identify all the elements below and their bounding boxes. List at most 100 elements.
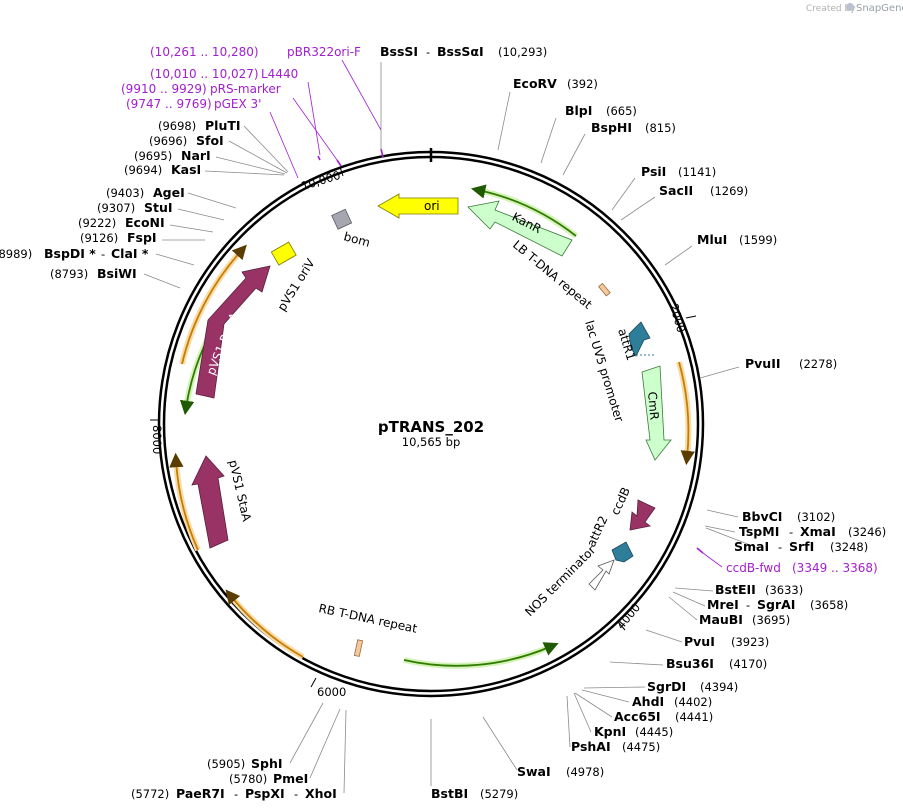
feature-pvs1-oriv-label: pVS1 oriV [275,256,318,314]
enzyme-xmai[interactable]: XmaI [800,524,836,539]
feature-ori[interactable] [377,193,459,219]
enzyme-xhoi[interactable]: XhoI [305,786,337,801]
feature-rb-repeat[interactable] [353,639,364,657]
enzyme-pmei[interactable]: PmeI [273,771,308,786]
enzyme-bsssi-sep: - [426,45,430,59]
enzyme-bbvci[interactable]: BbvCI [742,509,782,524]
enzyme-ahdi[interactable]: AhdI [632,694,664,709]
enzyme-pluti-pos: (9698) [158,119,196,133]
enzyme-pspxi-sep: - [294,787,298,801]
enzyme-pvui[interactable]: PvuI [684,634,715,649]
enzyme-bstbi-pos: (5279) [480,787,518,801]
leader-pluti [243,125,289,173]
enzyme-smai[interactable]: SmaI [734,539,769,554]
orf-arc-lower [225,589,304,658]
enzyme-agei[interactable]: AgeI [153,185,185,200]
enzyme-ecorv-pos: (392) [567,77,598,91]
enzyme-pspxi[interactable]: PspXI [245,786,285,801]
enzyme-bstbi[interactable]: BstBI [431,786,468,801]
orf-arc-staa [169,452,199,551]
feature-ccdb[interactable] [629,499,656,531]
enzyme-pshai[interactable]: PshAI [571,739,611,754]
enzyme-mrei[interactable]: MreI [707,597,739,612]
primer-pbr322ori-f-name[interactable]: pBR322ori-F [287,45,361,59]
feature-attr2[interactable] [611,541,634,563]
feature-nos-label: NOS terminator [522,543,598,619]
feature-lb-repeat[interactable] [598,282,611,297]
leader-pshai [566,695,571,748]
feature-pvs1-staa[interactable] [191,455,229,549]
enzyme-bsphi[interactable]: BspHI [591,120,632,135]
enzyme-ecorv[interactable]: EcoRV [513,76,557,91]
feature-pvs1-repa[interactable] [195,265,271,399]
enzyme-kpni[interactable]: KpnI [594,724,626,739]
tick-10000 [339,166,344,177]
enzyme-bsiwi[interactable]: BsiWI [97,266,137,281]
enzyme-swai[interactable]: SwaI [517,764,551,779]
plasmid-name: pTRANS_202 [378,418,484,436]
enzyme-pvui-pos: (3923) [731,635,769,649]
enzyme-sgrdi[interactable]: SgrDI [647,679,686,694]
leader-kpni [573,692,592,733]
plasmid-size: 10,565 bp [402,435,461,449]
orf-arc-repa [181,244,247,365]
enzyme-bsssai[interactable]: BssSαI [437,44,484,59]
enzyme-sgrai[interactable]: SgrAI [757,597,795,612]
enzyme-clai[interactable]: ClaI * [111,246,149,261]
enzyme-mlui[interactable]: MluI [697,232,727,247]
enzyme-bsssi[interactable]: BssSI [380,44,418,59]
enzyme-sacii[interactable]: SacII [659,183,693,198]
enzyme-psii[interactable]: PsiI [641,164,666,179]
enzyme-paer7i-sep: - [234,787,238,801]
primer-pbr322ori-f-mark[interactable] [380,148,384,158]
leader-maubi [668,596,698,621]
feature-attr1[interactable] [628,321,651,357]
primer-l4440-mark[interactable] [317,155,321,161]
enzyme-fspi[interactable]: FspI [127,230,157,245]
feature-bom[interactable] [331,208,353,230]
credit-brand: SnapGene [856,3,903,14]
leader-xhoi [343,709,347,794]
primer-prs-marker-name[interactable]: pRS-marker [210,82,281,96]
enzyme-pvuii[interactable]: PvuII [745,356,781,371]
enzyme-bspdi-pos: (8989) [0,247,32,261]
primer-ccdb-fwd-name[interactable]: ccdB-fwd [726,561,781,575]
feature-pvs1-oriv[interactable] [270,241,297,266]
enzyme-bsteii[interactable]: BstEII [715,582,756,597]
feature-nos-terminator[interactable] [588,559,615,591]
leader-swai [482,716,518,771]
primer-l4440-name[interactable]: L4440 [261,67,298,81]
primer-l4440-range: (10,010 .. 10,027) [150,67,259,81]
feature-kanr[interactable] [467,200,573,257]
enzyme-mlui-pos: (1599) [739,233,777,247]
enzyme-paer7i[interactable]: PaeR7I [176,786,225,801]
feature-ori-label: ori [424,199,440,213]
leader-acc65i [574,692,613,718]
enzyme-mrei-pos: (3658) [810,598,848,612]
primer-ccdb-fwd-mark[interactable] [696,547,704,554]
primer-pgex3-name[interactable]: pGEX 3' [214,97,261,111]
enzyme-tspmi[interactable]: TspMI [739,524,779,539]
enzyme-econi[interactable]: EcoNI [125,215,165,230]
enzyme-blpi[interactable]: BlpI [565,103,592,118]
enzyme-agei-pos: (9403) [106,186,144,200]
enzyme-bsu36i[interactable]: Bsu36I [666,656,714,671]
enzyme-stui[interactable]: StuI [144,200,173,215]
enzyme-sphi[interactable]: SphI [251,756,283,771]
enzyme-acc65i[interactable]: Acc65I [614,709,661,724]
enzyme-srfi[interactable]: SrfI [789,539,814,554]
enzyme-sfoi[interactable]: SfoI [196,133,224,148]
enzyme-kasi[interactable]: KasI [171,162,201,177]
enzyme-pluti[interactable]: PluTI [205,118,241,133]
feature-cmr[interactable] [641,365,672,461]
enzyme-maubi[interactable]: MauBI [699,612,743,627]
leader-kasi [204,170,285,176]
enzyme-bspdi[interactable]: BspDI * [44,246,96,261]
leader-sfoi [228,140,288,174]
leader-bsu36i [609,661,664,666]
primer-prs-marker-mark[interactable] [336,159,342,167]
enzyme-nari[interactable]: NarI [181,148,211,163]
enzyme-swai-pos: (4978) [566,765,604,779]
feature-ccdb-label: ccdB [608,485,633,517]
